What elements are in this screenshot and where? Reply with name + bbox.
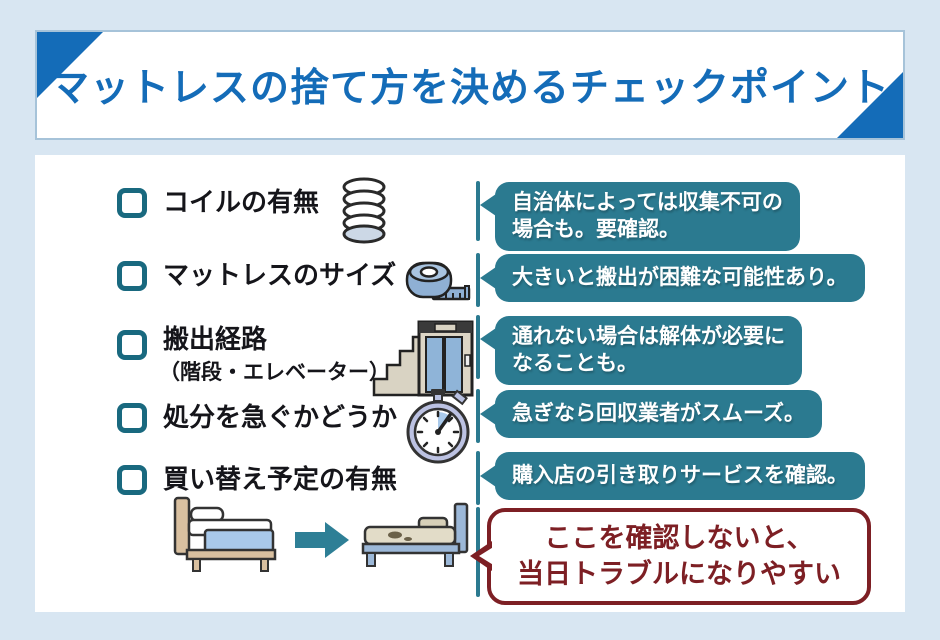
stairs-elevator-icon	[372, 317, 476, 404]
bubble-tail	[480, 328, 496, 350]
item-label-route: 搬出経路	[163, 324, 268, 354]
divider-segment	[476, 181, 480, 241]
bubble-text: 自治体によっては収集不可の	[512, 191, 783, 214]
checkbox-urgency[interactable]	[117, 403, 147, 433]
bubble-text: 購入店の引き取りサービスを確認。	[512, 464, 848, 488]
divider-segment	[476, 253, 480, 307]
warning-text: 当日トラブルになりやすい	[517, 559, 841, 590]
checkbox-coil[interactable]	[117, 188, 147, 218]
bubble-replacement-note: 購入店の引き取りサービスを確認。	[480, 452, 865, 500]
bubble-tail	[480, 465, 496, 487]
item-label-coil: コイルの有無	[163, 187, 320, 217]
divider-segment	[476, 315, 480, 379]
bubble-tail	[480, 267, 496, 289]
checkbox-route[interactable]	[117, 330, 147, 360]
checkbox-size[interactable]	[117, 261, 147, 291]
warning-bubble-tail	[479, 546, 495, 567]
stopwatch-icon	[401, 387, 475, 470]
bubble-coil-note: 自治体によっては収集不可の 場合も。要確認。	[480, 182, 800, 251]
divider-segment	[476, 451, 480, 505]
warning-text: ここを確認しないと、	[544, 523, 814, 553]
bubble-text: 大きいと搬出が困難な可能性あり。	[512, 266, 848, 290]
item-label-size: マットレスのサイズ	[163, 260, 397, 290]
coil-spring-icon	[336, 177, 392, 250]
checkpoint-panel: コイルの有無 マットレスのサイズ 搬出経路 （階段・エレベーター） 処分を急ぐか…	[35, 155, 905, 612]
bubble-text: なることも。	[512, 352, 638, 376]
bubble-text: 場合も。要確認。	[512, 218, 680, 242]
measuring-tape-icon	[405, 255, 471, 310]
bubble-text: 通れない場合は解体が必要に	[512, 325, 785, 348]
bed-replacement-icon	[163, 490, 473, 600]
bubble-size-note: 大きいと搬出が困難な可能性あり。	[480, 254, 865, 302]
title-banner: マットレスの捨て方を決めるチェックポイント	[35, 30, 905, 140]
item-sublabel-route: （階段・エレベーター）	[159, 361, 390, 384]
bubble-route-note: 通れない場合は解体が必要に なることも。	[480, 316, 802, 385]
page-title: マットレスの捨て方を決めるチェックポイント	[49, 67, 890, 110]
divider-segment	[476, 389, 480, 443]
bubble-text: 急ぎなら回収業者がスムーズ。	[512, 402, 805, 426]
item-label-replacement: 買い替え予定の有無	[163, 464, 398, 494]
item-label-urgency: 処分を急ぐかどうか	[163, 402, 398, 432]
warning-bubble: ここを確認しないと、 当日トラブルになりやすい	[470, 508, 871, 605]
checkbox-replacement[interactable]	[117, 465, 147, 495]
bubble-tail	[480, 403, 496, 425]
bubble-urgency-note: 急ぎなら回収業者がスムーズ。	[480, 390, 822, 438]
bubble-tail	[480, 194, 496, 216]
